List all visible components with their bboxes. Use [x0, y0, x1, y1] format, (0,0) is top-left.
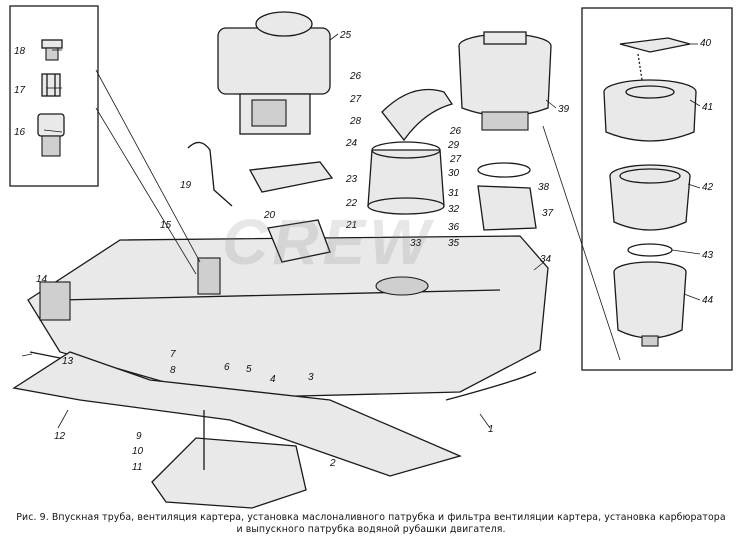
- callout-24: 24: [345, 138, 358, 149]
- callout-27-second: 27: [449, 154, 462, 165]
- part-19-breather-pipe: [187, 141, 233, 207]
- callout-43: 43: [702, 250, 714, 261]
- callout-29: 29: [447, 140, 460, 151]
- part-15-stud: [197, 257, 221, 295]
- part-41-filter-top: [603, 79, 697, 142]
- callout-12: 12: [54, 431, 66, 442]
- callout-37: 37: [542, 208, 554, 219]
- callout-14: 14: [36, 274, 48, 285]
- callout-16: 16: [14, 127, 26, 138]
- part-44-filter-body: [613, 261, 687, 347]
- callout-27: 27: [349, 94, 362, 105]
- caption-line-2: и выпускного патрубка водяной рубашки дв…: [236, 524, 506, 535]
- part-39-oil-filler: [458, 31, 552, 131]
- callout-26-second: 26: [449, 126, 462, 137]
- part-16-sensor: [37, 113, 65, 157]
- part-37-water-outlet: [477, 162, 537, 231]
- callout-1: 1: [488, 424, 494, 435]
- callout-38: 38: [538, 182, 550, 193]
- callout-25: 25: [339, 30, 352, 41]
- callout-30: 30: [448, 168, 460, 179]
- callout-15: 15: [160, 220, 172, 231]
- callout-4: 4: [270, 374, 276, 385]
- caption-line-1: Рис. 9. Впускная труба, вентиляция карте…: [16, 512, 726, 523]
- watermark: CREW: [222, 206, 434, 278]
- callout-22: 22: [345, 198, 358, 209]
- part-20-gasket: [267, 219, 331, 263]
- callout-28: 28: [349, 116, 362, 127]
- callout-21: 21: [345, 220, 357, 231]
- part-24-gasket: [248, 161, 334, 193]
- callout-32: 32: [448, 204, 460, 215]
- callout-42: 42: [702, 182, 714, 193]
- callout-10: 10: [132, 446, 144, 457]
- inset-box-left: [9, 5, 99, 187]
- part-34-intake-manifold: [27, 235, 549, 399]
- inset-box-right: [581, 7, 733, 371]
- callout-34: 34: [540, 254, 552, 265]
- callout-19: 19: [180, 180, 192, 191]
- callout-41: 41: [702, 102, 713, 113]
- callout-13: 13: [62, 356, 74, 367]
- callout-5: 5: [246, 364, 252, 375]
- part-13-pin: [29, 351, 61, 359]
- callout-6: 6: [224, 362, 230, 373]
- callout-31: 31: [448, 188, 459, 199]
- part-42-filter-element: [609, 164, 691, 231]
- callout-35: 35: [448, 238, 460, 249]
- callout-8: 8: [170, 365, 176, 376]
- callout-9: 9: [136, 431, 142, 442]
- part-29-31-pipe: [367, 141, 445, 215]
- callout-44: 44: [702, 295, 714, 306]
- callout-36: 36: [448, 222, 460, 233]
- callout-17: 17: [14, 85, 26, 96]
- part-28-elbow: [381, 88, 454, 142]
- callout-40: 40: [700, 38, 712, 49]
- part-40-cap: [619, 37, 691, 81]
- callout-33: 33: [410, 238, 422, 249]
- callout-11: 11: [132, 462, 142, 473]
- callout-20: 20: [263, 210, 276, 221]
- callout-23: 23: [345, 174, 358, 185]
- part-1-tube: [445, 371, 537, 401]
- part-18-plug: [41, 39, 63, 61]
- callout-39: 39: [558, 104, 570, 115]
- part-17-sensor: [41, 73, 61, 97]
- callout-3: 3: [308, 372, 314, 383]
- part-25-carburetor: [217, 11, 331, 135]
- part-11-cover-plate: [151, 437, 307, 509]
- figure-caption: Рис. 9. Впускная труба, вентиляция карте…: [6, 512, 736, 536]
- part-43-ring: [627, 243, 673, 257]
- part-12-gasket: [12, 351, 462, 477]
- callout-2: 2: [329, 458, 336, 469]
- callout-26: 26: [349, 71, 362, 82]
- callout-18: 18: [14, 46, 26, 57]
- leader-lines: [21, 33, 701, 429]
- callout-7: 7: [170, 349, 176, 360]
